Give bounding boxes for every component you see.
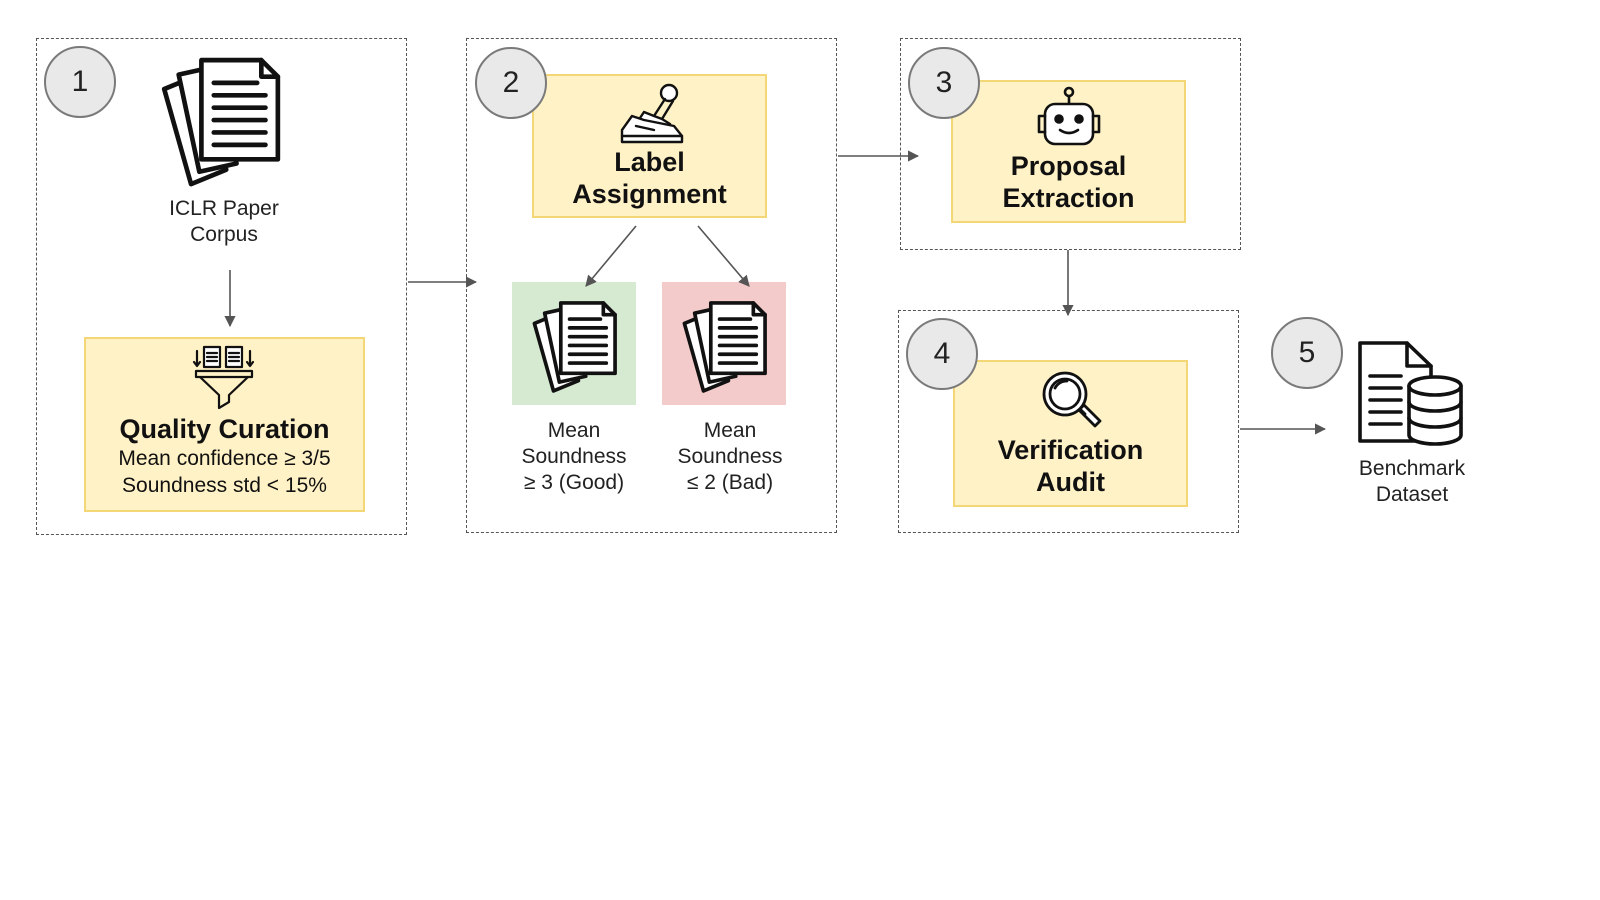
label-assignment-title: Assignment [572,179,727,209]
label-assignment-title: Label [614,147,685,177]
magnifier-icon [1041,370,1103,432]
stage-3-panel [900,38,1241,250]
step-5-badge: 5 [1271,317,1343,389]
quality-curation-title: Quality Curation [119,414,330,444]
step-4-badge: 4 [906,318,978,390]
bad-caption-line: Soundness [677,445,783,468]
robot-icon [1035,86,1103,148]
proposal-extraction-title: Extraction [1002,183,1135,213]
source-caption: ICLR Paper Corpus [124,196,324,248]
good-label-tile [512,282,636,405]
benchmark-caption-line: Benchmark [1358,457,1466,480]
good-label-caption: Mean Soundness ≥ 3 (Good) [494,418,654,496]
stamp-icon [618,82,686,146]
stage-1-panel [36,38,407,535]
benchmark-caption-line: Dataset [1375,483,1449,506]
criteria-confidence: Mean confidence ≥ 3/5 [118,447,331,470]
verification-audit-box: Verification Audit [953,360,1188,507]
criteria-soundness-std: Soundness std < 15% [122,474,327,497]
verification-audit-title: Verification [997,435,1144,465]
verification-audit-title: Audit [1036,467,1105,497]
bad-caption-line: Mean [703,419,757,442]
step-2-badge: 2 [475,47,547,119]
step-1-badge: 1 [44,46,116,118]
benchmark-dataset-caption: Benchmark Dataset [1332,456,1492,508]
proposal-extraction-title: Proposal [1010,151,1127,181]
good-caption-line: Mean [547,419,601,442]
source-caption-line: ICLR Paper [169,197,279,220]
good-caption-line: Soundness [521,445,627,468]
quality-curation-box: Quality Curation Mean confidence ≥ 3/5 S… [84,337,365,512]
filter-funnel-icon [192,345,256,411]
document-stack-icon [680,300,768,393]
good-caption-line: ≥ 3 (Good) [523,471,625,494]
proposal-extraction-box: Proposal Extraction [951,80,1186,223]
step-3-badge: 3 [908,47,980,119]
document-stack-icon [530,300,618,393]
label-assignment-box: Label Assignment [532,74,767,218]
bad-caption-line: ≤ 2 (Bad) [686,471,774,494]
database-document-icon [1357,340,1467,450]
bad-label-tile [662,282,786,405]
source-caption-line: Corpus [190,223,258,246]
bad-label-caption: Mean Soundness ≤ 2 (Bad) [650,418,810,496]
document-stack-icon [158,56,282,187]
